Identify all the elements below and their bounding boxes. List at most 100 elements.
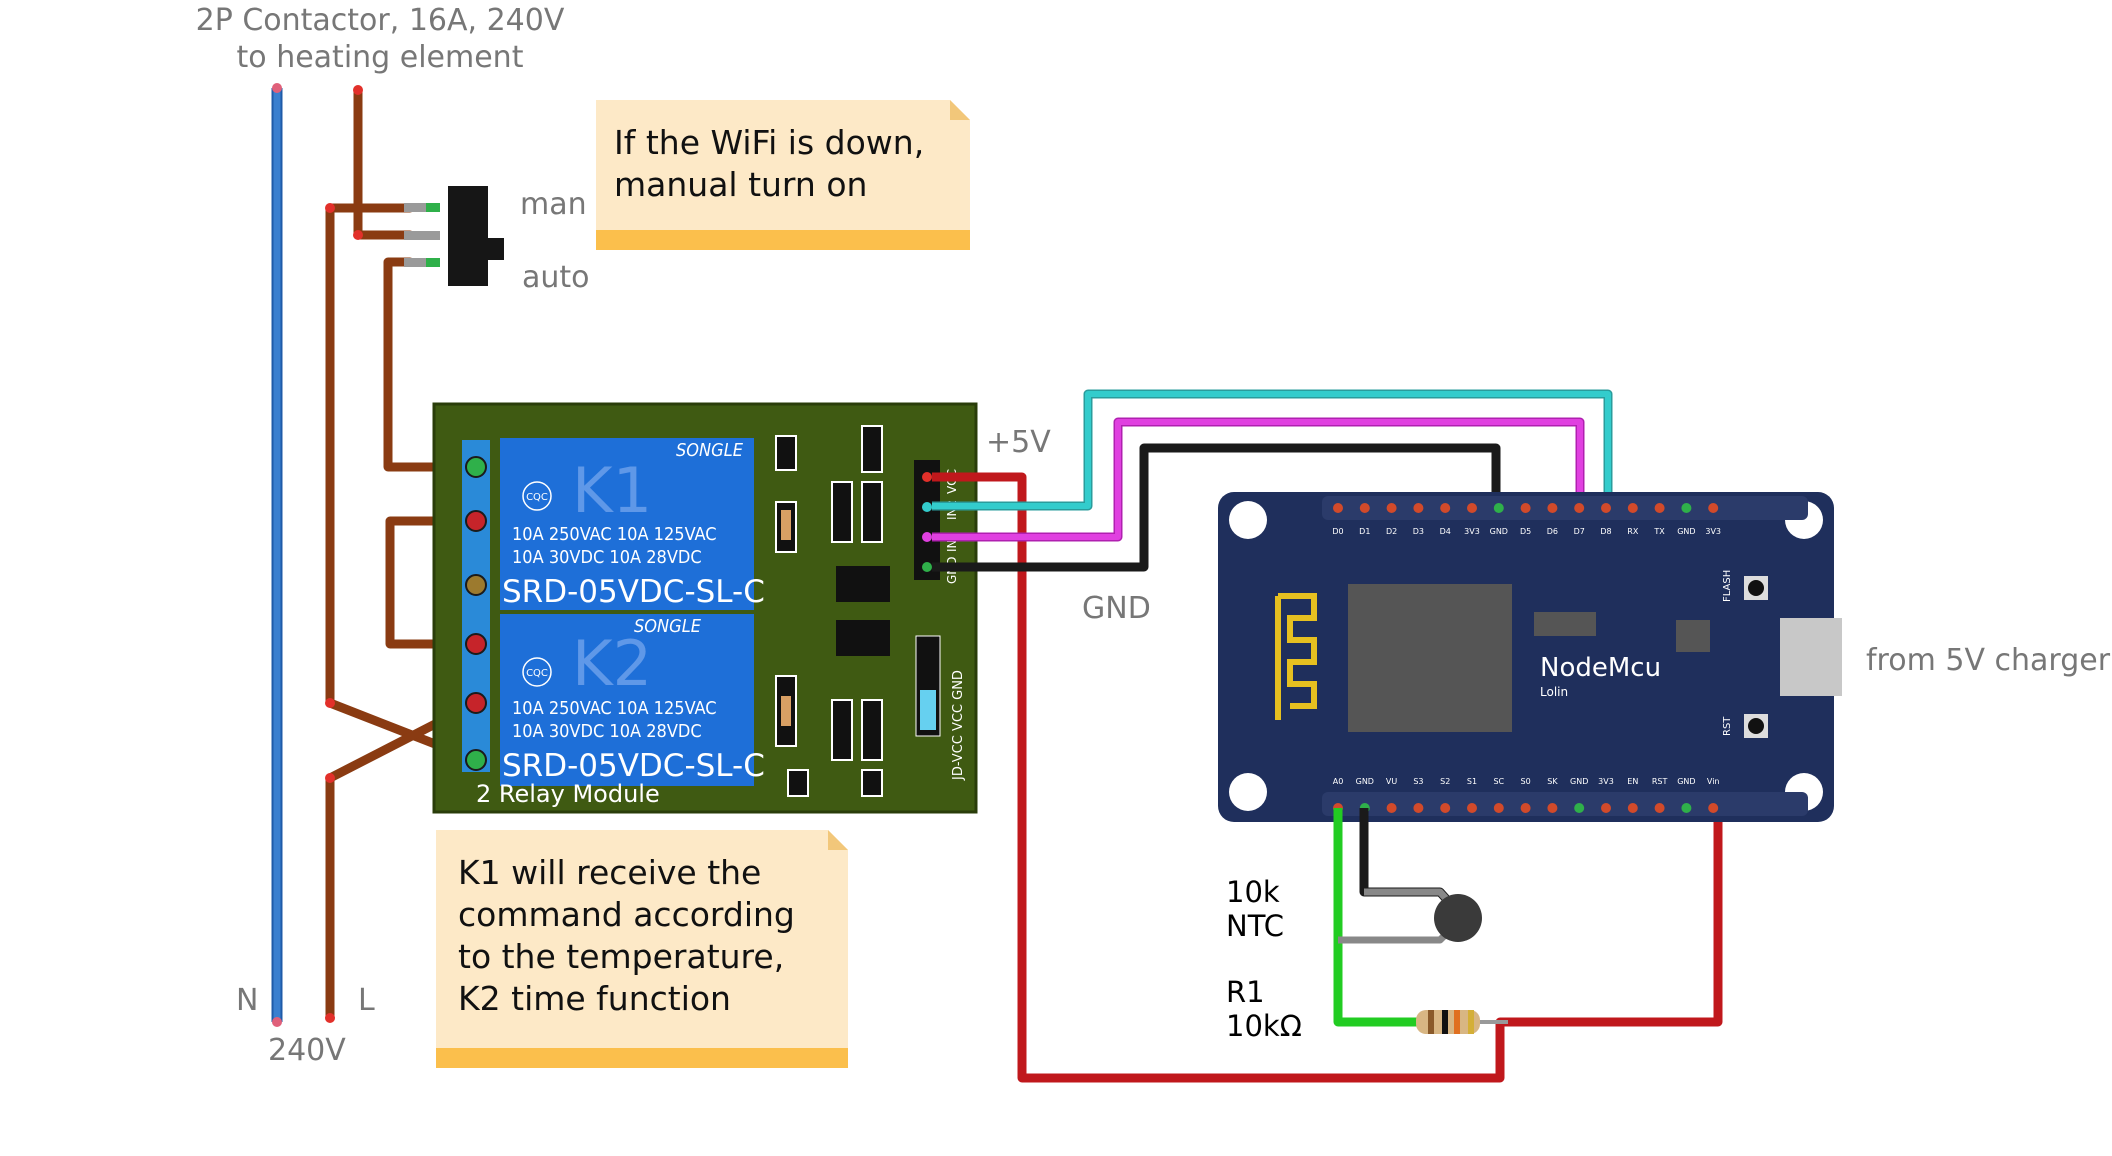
nodemcu-pin-label-bottom-10: 3V3: [1598, 777, 1614, 786]
nodemcu-pin-bottom-9: [1574, 803, 1585, 813]
nodemcu-pin-top-10: [1601, 503, 1611, 513]
nodemcu-pin-bottom-2: [1386, 803, 1397, 813]
note-wifi-line1: If the WiFi is down,: [614, 123, 924, 162]
vcc-label: +5V: [986, 425, 1051, 460]
nodemcu-pin-label-bottom-7: S0: [1521, 777, 1531, 786]
nodemcu-pin-bottom-8: [1547, 803, 1558, 813]
nodemcu-pin-top-8: [1547, 503, 1558, 513]
nodemcu-pin-label-top-8: D6: [1547, 527, 1558, 536]
slide-switch[interactable]: [404, 186, 504, 286]
relay-k2-name: K2: [572, 627, 652, 700]
svg-text:SONGLE: SONGLE: [676, 440, 744, 461]
nodemcu-pin-top-13: [1681, 503, 1692, 513]
contactor-label-line2: to heating element: [237, 40, 524, 75]
nodemcu-pin-top-2: [1386, 503, 1397, 513]
nodemcu-pin-label-top-3: D3: [1413, 527, 1424, 536]
svg-text:CQC: CQC: [526, 492, 548, 503]
nodemcu-pin-top-14: [1708, 503, 1719, 513]
ntc-label-line1: 10k: [1226, 875, 1280, 909]
svg-text:FLASH: FLASH: [1722, 570, 1733, 602]
nodemcu-pin-label-bottom-2: VU: [1386, 777, 1397, 786]
svg-text:RST: RST: [1722, 716, 1733, 736]
nodemcu-pin-label-bottom-1: GND: [1356, 777, 1374, 786]
svg-text:CQC: CQC: [526, 668, 548, 679]
relay-k1-name: K1: [572, 454, 652, 527]
svg-text:JD-VCC VCC GND: JD-VCC VCC GND: [951, 670, 966, 781]
nodemcu-pin-label-top-9: D7: [1574, 527, 1585, 536]
ntc-label-line2: NTC: [1226, 909, 1284, 943]
nodemcu-pin-label-top-10: D8: [1600, 527, 1611, 536]
nodemcu-pin-top-9: [1574, 503, 1585, 513]
nodemcu-pin-label-bottom-11: EN: [1627, 777, 1638, 786]
neutral-wire: [271, 83, 283, 1027]
note-relays-line2: command according: [458, 895, 795, 934]
nodemcu-pin-top-5: [1467, 503, 1477, 513]
nodemcu-pin-top-12: [1654, 503, 1665, 513]
nodemcu-pin-label-bottom-4: S2: [1440, 777, 1450, 786]
note-wifi: If the WiFi is down, manual turn on: [596, 100, 970, 250]
relay-k1: SONGLE K1 10A 250VAC 10A 125VAC 10A 30VD…: [500, 438, 765, 610]
nodemcu-pin-label-top-11: RX: [1627, 527, 1639, 536]
neutral-label: N: [236, 983, 258, 1018]
svg-text:10A 30VDC 10A 28VDC: 10A 30VDC 10A 28VDC: [512, 547, 702, 568]
nodemcu-pin-label-bottom-3: S3: [1413, 777, 1423, 786]
live-wire-endpoints: [325, 85, 363, 1023]
ntc-thermistor: [1434, 894, 1482, 942]
nodemcu-pin-label-bottom-5: S1: [1467, 777, 1477, 786]
svg-text:10A 250VAC 10A 125VAC: 10A 250VAC 10A 125VAC: [512, 698, 717, 719]
nodemcu-pin-label-bottom-9: GND: [1570, 777, 1588, 786]
nodemcu-pin-label-top-14: 3V3: [1705, 527, 1721, 536]
voltage-label: 240V: [268, 1033, 346, 1068]
nodemcu-pin-label-top-5: 3V3: [1464, 527, 1480, 536]
svg-text:10A 30VDC 10A 28VDC: 10A 30VDC 10A 28VDC: [512, 721, 702, 742]
relay-terminals: [465, 456, 487, 771]
relay-module: SONGLE K1 10A 250VAC 10A 125VAC 10A 30VD…: [432, 402, 978, 814]
svg-text:10A 250VAC 10A 125VAC: 10A 250VAC 10A 125VAC: [512, 524, 717, 545]
note-relays-line3: to the temperature,: [458, 937, 784, 976]
nodemcu-pin-bottom-4: [1440, 803, 1451, 813]
nodemcu-pin-top-0: [1333, 503, 1343, 513]
note-wifi-line2: manual turn on: [614, 165, 867, 204]
power-wires: [932, 389, 1723, 1083]
nodemcu-pin-top-6: [1493, 503, 1504, 513]
contactor-label-line1: 2P Contactor, 16A, 240V: [196, 3, 565, 38]
nodemcu-sub: Lolin: [1540, 685, 1568, 699]
nodemcu-pin-top-3: [1413, 503, 1424, 513]
nodemcu-pin-top-11: [1627, 503, 1638, 513]
nodemcu-pin-label-bottom-8: SK: [1547, 777, 1558, 786]
nodemcu-name: NodeMcu: [1540, 653, 1661, 683]
nodemcu-pin-label-top-1: D1: [1359, 527, 1370, 536]
note-relays-line1: K1 will receive the: [458, 853, 761, 892]
switch-man-label: man: [520, 187, 587, 222]
gnd-label: GND: [1082, 591, 1151, 626]
nodemcu-pin-label-bottom-6: SC: [1493, 777, 1504, 786]
nodemcu-pin-bottom-11: [1627, 803, 1638, 813]
nodemcu-pin-label-top-12: TX: [1653, 527, 1665, 536]
resistor-r1: [1416, 1010, 1508, 1034]
svg-text:SONGLE: SONGLE: [634, 616, 702, 637]
note-relays-line4: K2 time function: [458, 979, 731, 1018]
nodemcu-pin-label-bottom-13: GND: [1677, 777, 1695, 786]
nodemcu-pin-label-bottom-12: RST: [1652, 777, 1668, 786]
nodemcu-pin-label-top-13: GND: [1677, 527, 1695, 536]
relay-k1-model: SRD-05VDC-SL-C: [502, 574, 765, 610]
nodemcu-pin-bottom-6: [1493, 803, 1504, 813]
nodemcu-pin-bottom-12: [1654, 803, 1665, 813]
relay-components: [775, 425, 941, 797]
relay-k2-model: SRD-05VDC-SL-C: [502, 748, 765, 784]
nodemcu-pin-bottom-5: [1467, 803, 1477, 813]
switch-auto-label: auto: [522, 260, 590, 295]
nodemcu-pin-label-top-2: D2: [1386, 527, 1397, 536]
nodemcu-pin-bottom-7: [1520, 803, 1531, 813]
nodemcu-pin-label-bottom-14: Vin: [1707, 777, 1720, 786]
nodemcu-pin-top-1: [1359, 503, 1370, 513]
nodemcu-pin-bottom-10: [1601, 803, 1611, 813]
resistor-label-line2: 10kΩ: [1226, 1009, 1302, 1043]
nodemcu-pin-label-top-0: D0: [1332, 527, 1343, 536]
nodemcu-pin-bottom-14: [1708, 803, 1719, 813]
nodemcu-pin-label-top-7: D5: [1520, 527, 1531, 536]
